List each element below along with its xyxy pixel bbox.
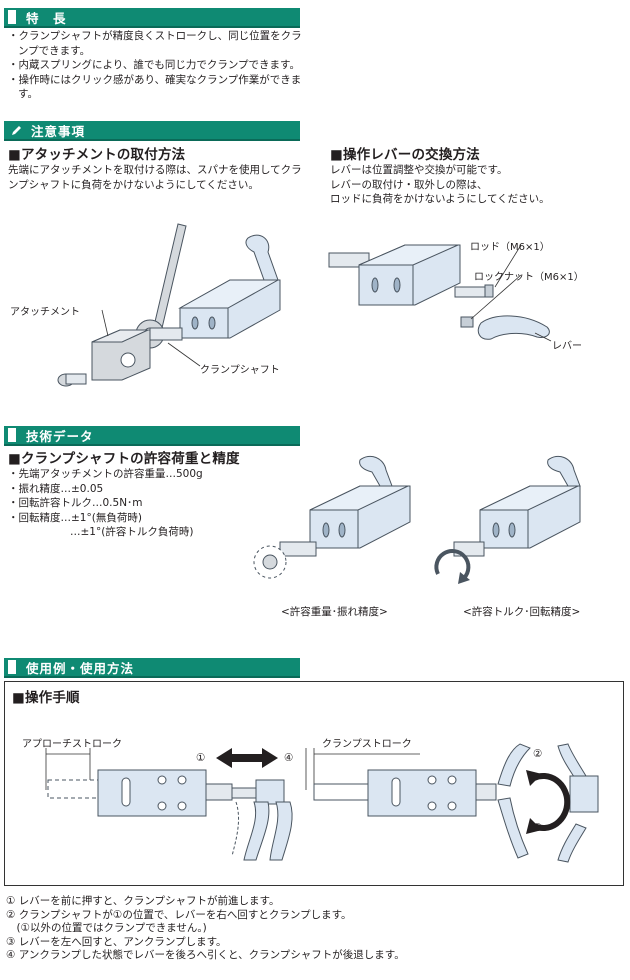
attach-heading: ■アタッチメントの取付方法 (8, 147, 186, 163)
operation-steps: ① レバーを前に押すと、クランプシャフトが前進します。 ② クランプシャフトが①… (6, 895, 405, 963)
label-attachment: アタッチメント (10, 307, 80, 318)
attachment-illustration (57, 223, 281, 387)
label-approach-stroke: アプローチストローク (22, 739, 122, 750)
section-bar-features: 特 長 (4, 8, 300, 28)
features-list: ・クランプシャフトが精度良くストロークし、同じ位置をクランプできます。 ・内蔵ス… (8, 29, 308, 102)
list-item: ・振れ精度…±0.05 (8, 482, 104, 495)
tech-list: ・先端アタッチメントの許容重量…500g ・振れ精度…±0.05 ・回転許容トル… (8, 467, 238, 540)
load-runout-illustration (253, 455, 411, 579)
label-clamp-shaft: クランプシャフト (200, 365, 280, 376)
step-item: ① レバーを前に押すと、クランプシャフトが前進します。 (6, 895, 280, 907)
lever-exchange-illustration (328, 244, 552, 342)
list-item: ・内蔵スプリングにより、誰でも同じ力でクランプできます。 (8, 59, 301, 71)
list-item: ・回転精度…±1°(無負荷時) (8, 511, 142, 524)
caption-load-runout: <許容重量･振れ精度> (281, 606, 388, 618)
lever-text: レバーは位置調整や交換が可能です。 レバーの取付け・取外しの際は、 ロッドに負荷… (330, 164, 550, 205)
attach-text: 先端にアタッチメントを取付ける際は、スパナを使用してクランプシャフトに負荷をかけ… (8, 164, 302, 191)
torque-rotation-illustration (434, 455, 581, 584)
operation-heading: ■操作手順 (12, 690, 80, 706)
tab-marker (8, 660, 16, 674)
list-item: ・先端アタッチメントの許容重量…500g (8, 468, 203, 480)
operation-illustration (45, 743, 599, 863)
step-item: (①以外の位置ではクランプできません。) (6, 922, 207, 935)
caption-torque-rotation: <許容トルク･回転精度> (463, 606, 581, 618)
tab-marker (8, 428, 16, 442)
list-item: ・クランプシャフトが精度良くストロークし、同じ位置をクランプできます。 (8, 30, 302, 57)
marker-4: ④ (284, 752, 294, 764)
section-title: 使用例・使用方法 (26, 660, 135, 676)
step-item: ② クランプシャフトが①の位置で、レバーを右へ回すとクランプします。 (6, 908, 352, 921)
section-title: 技術データ (26, 428, 94, 444)
label-lock-nut: ロックナット（M6×1） (474, 272, 584, 283)
marker-2: ② (533, 748, 543, 760)
section-bar-usage: 使用例・使用方法 (4, 658, 300, 678)
label-lever: レバー (552, 341, 582, 352)
list-item-cont: …±1°(許容トルク負荷時) (70, 526, 194, 538)
operation-box (4, 681, 624, 886)
section-bar-cautions: 注意事項 (4, 121, 300, 141)
list-item: ・回転許容トルク…0.5N･m (8, 497, 143, 509)
tab-marker (8, 10, 16, 24)
label-clamp-stroke: クランプストローク (322, 739, 412, 750)
step-item: ④ アンクランプした状態でレバーを後ろへ引くと、クランプシャフトが後退します。 (6, 949, 405, 962)
tech-heading: ■クランプシャフトの許容荷重と精度 (8, 451, 240, 467)
section-title: 注意事項 (31, 123, 86, 139)
label-rod: ロッド（M6×1） (470, 242, 550, 253)
list-item: ・操作時にはクリック感があり、確実なクランプ作業ができます。 (8, 73, 302, 101)
section-title: 特 長 (26, 10, 67, 26)
lever-heading: ■操作レバーの交換方法 (330, 147, 480, 163)
step-item: ③ レバーを左へ回すと、アンクランプします。 (6, 935, 227, 948)
section-bar-tech: 技術データ (4, 426, 300, 446)
marker-1: ① (196, 752, 206, 764)
pencil-icon (12, 125, 21, 135)
